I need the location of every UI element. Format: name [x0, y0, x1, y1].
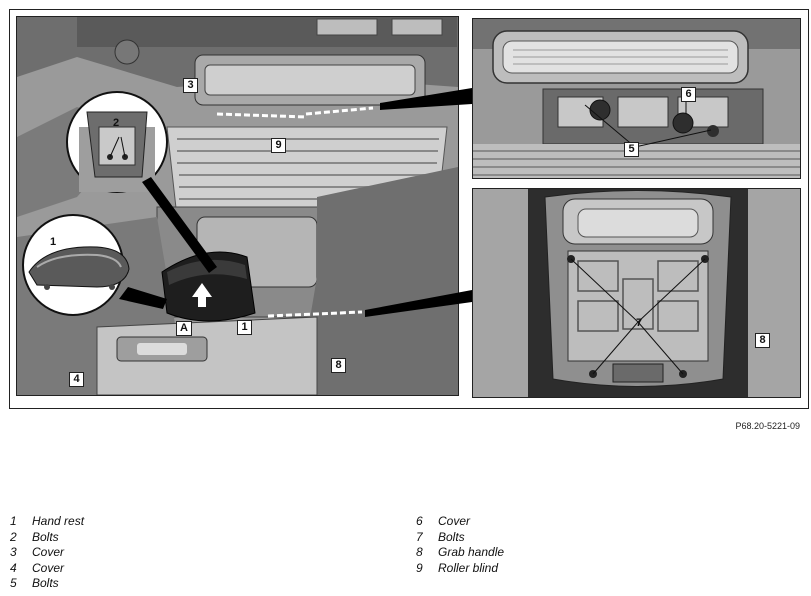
legend-label: Cover: [32, 560, 65, 575]
legend-label: Grab handle: [438, 545, 505, 559]
legend-label: Cover: [438, 514, 471, 528]
legend-number: 9: [416, 560, 423, 575]
legend-label: Cover: [32, 545, 65, 559]
legend-row: 4 Cover: [10, 561, 84, 577]
legend-number: 8: [416, 545, 423, 559]
legend-number: 6: [416, 514, 423, 528]
legend-number: 3: [10, 545, 17, 559]
legend-row: 3 Cover: [10, 545, 84, 561]
callout-1-detail: 1: [50, 236, 57, 248]
grab-handle-illustration: [472, 188, 801, 398]
cover-removal-illustration: [472, 18, 801, 179]
grab-handle-drawing: [473, 189, 800, 397]
legend-number: 2: [10, 529, 17, 544]
legend-row: 2 Bolts: [10, 530, 84, 546]
callout-A: A: [176, 321, 192, 336]
center-console-drawing: [17, 17, 458, 395]
callout-6: 6: [681, 87, 696, 102]
legend-label: Bolts: [32, 576, 59, 590]
callout-3: 3: [183, 78, 198, 93]
legend-row: 7 Bolts: [416, 530, 504, 546]
legend-right: 6 Cover 7 Bolts 8 Grab handle 9 Roller blind: [416, 514, 504, 576]
callout-8-handle: 8: [755, 333, 770, 348]
callout-1: 1: [237, 320, 252, 335]
legend-label: Bolts: [32, 529, 59, 544]
legend-number: 5: [10, 576, 17, 590]
center-console-illustration: [16, 16, 459, 396]
legend-row: 5 Bolts: [10, 576, 84, 592]
callout-9: 9: [271, 138, 286, 153]
callout-2: 2: [113, 117, 120, 129]
legend-row: 1 Hand rest: [10, 514, 84, 530]
callout-8: 8: [331, 358, 346, 373]
callout-4: 4: [69, 372, 84, 387]
callout-5: 5: [624, 142, 639, 157]
legend-label: Hand rest: [32, 514, 85, 528]
legend-label: Bolts: [438, 529, 465, 544]
legend-number: 7: [416, 529, 423, 544]
figure-reference: P68.20-5221-09: [735, 421, 800, 431]
legend-row: 9 Roller blind: [416, 561, 504, 577]
legend-row: 6 Cover: [416, 514, 504, 530]
legend-row: 8 Grab handle: [416, 545, 504, 561]
cover-removal-drawing: [473, 19, 800, 178]
legend-number: 4: [10, 560, 17, 575]
legend-number: 1: [10, 514, 17, 528]
legend-label: Roller blind: [438, 560, 499, 575]
callout-7: 7: [636, 317, 643, 329]
